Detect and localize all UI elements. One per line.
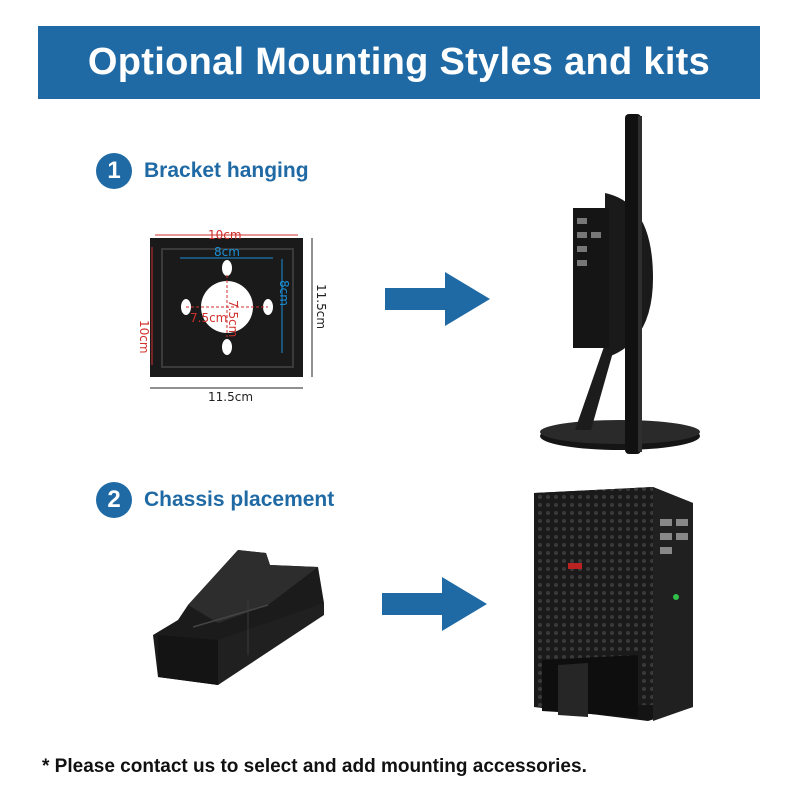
dim-inner-height: 8cm	[277, 280, 291, 306]
chassis-stand-image	[153, 550, 324, 685]
vesa-bracket-image: 10cm 8cm 8cm 10cm 7.5cm 7.5cm 11.5cm 11.…	[137, 228, 328, 404]
step-label: Chassis placement	[144, 488, 335, 511]
arrow-right-icon	[385, 272, 490, 326]
dim-inner-width: 8cm	[214, 245, 240, 259]
header-banner: Optional Mounting Styles and kits	[38, 26, 760, 99]
step-number-badge: 2	[96, 482, 132, 518]
dim-left-height: 10cm	[137, 320, 151, 354]
dim-center-horizontal: 7.5cm	[190, 311, 227, 325]
dim-top-width: 10cm	[208, 228, 242, 242]
step-bracket-hanging: 1 Bracket hanging	[96, 153, 309, 189]
footnote: * Please contact us to select and add mo…	[42, 756, 587, 777]
monitor-with-mini-pc-image	[540, 114, 700, 454]
mini-pc-chassis-image	[534, 487, 693, 721]
dim-outer-width: 11.5cm	[208, 390, 253, 404]
arrow-right-icon	[382, 577, 487, 631]
step-chassis-placement: 2 Chassis placement	[96, 482, 334, 518]
dim-center-vertical: 7.5cm	[226, 300, 240, 337]
step-number-badge: 1	[96, 153, 132, 189]
step-label: Bracket hanging	[144, 159, 309, 182]
dim-outer-height: 11.5cm	[314, 284, 328, 329]
header-title: Optional Mounting Styles and kits	[87, 41, 711, 83]
